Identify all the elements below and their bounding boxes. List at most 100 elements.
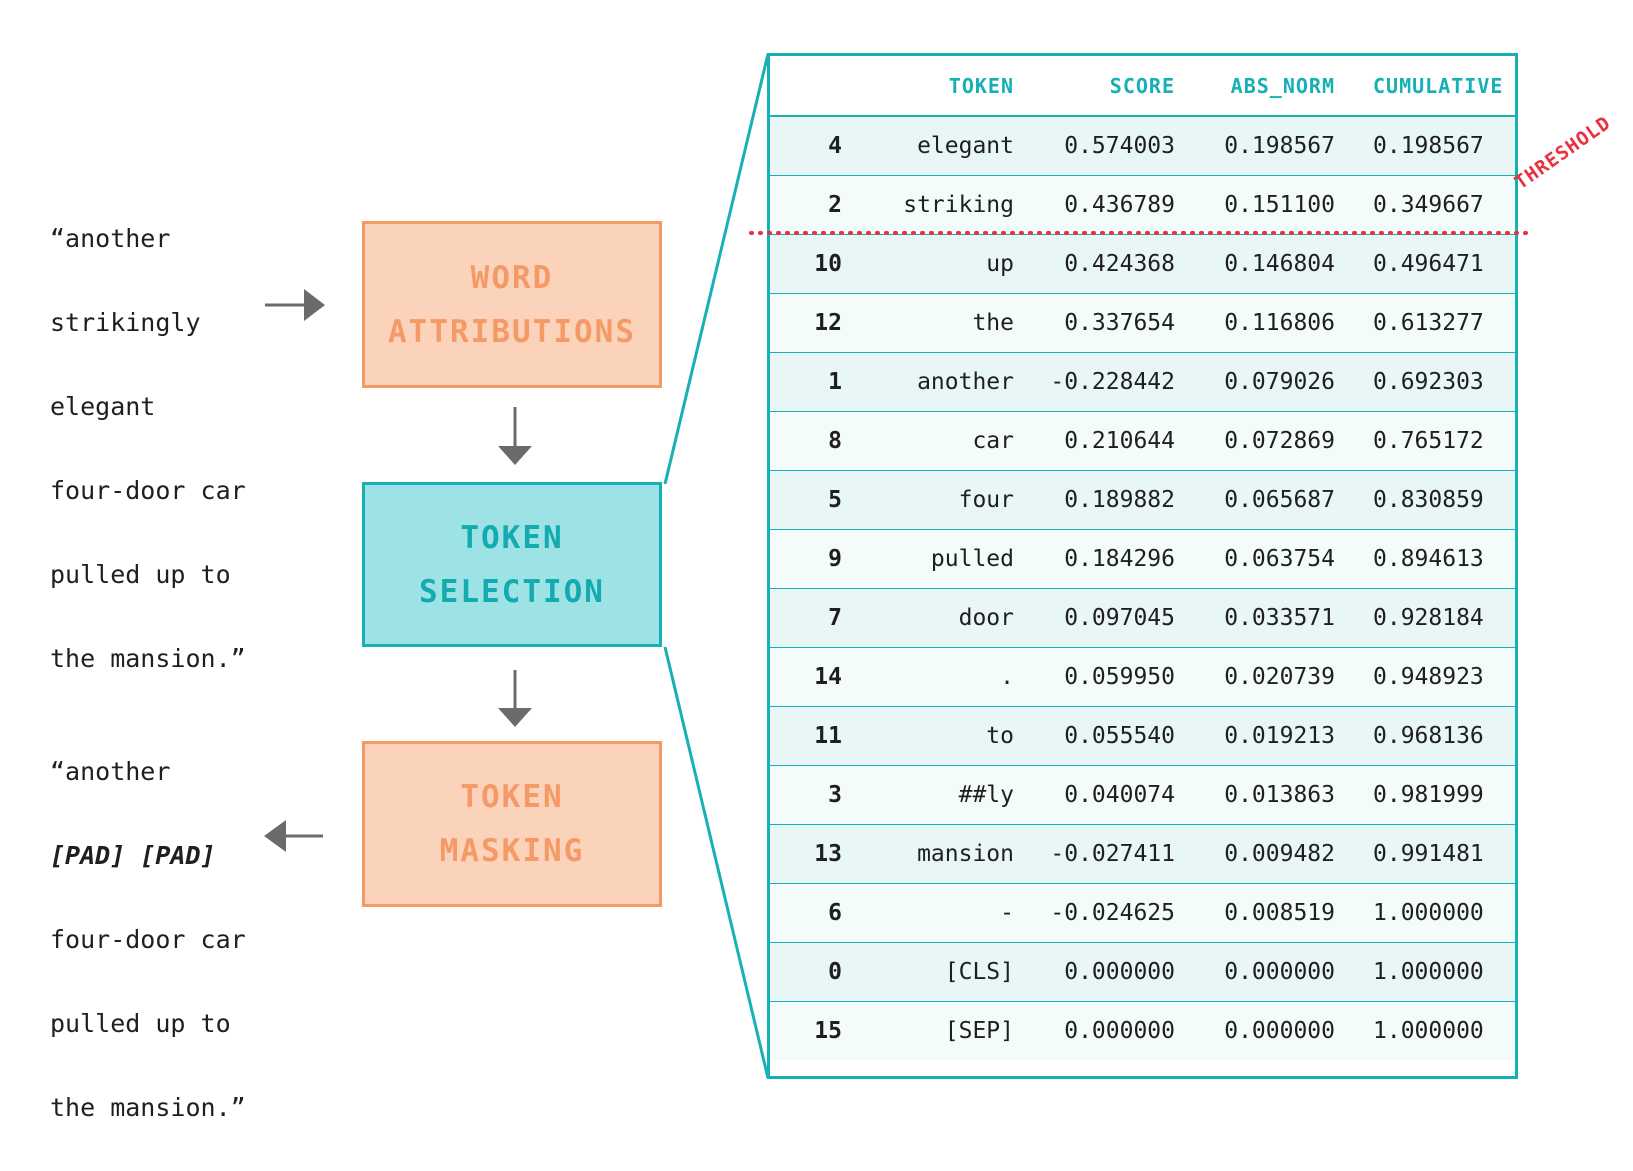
cell-cumulative: 0.948923	[1373, 647, 1515, 707]
right-arrow	[265, 289, 325, 321]
cell-score: 0.436789	[1044, 175, 1211, 235]
cell-score: -0.228442	[1044, 352, 1211, 412]
cell-index: 6	[770, 883, 844, 943]
cell-abs-norm: 0.000000	[1211, 1001, 1373, 1060]
box-label: ATTRIBUTIONS	[388, 313, 636, 350]
output-line: four-door car	[50, 925, 246, 954]
cell-token: [SEP]	[844, 1001, 1044, 1060]
cell-score: 0.424368	[1044, 234, 1211, 294]
cell-token: the	[844, 293, 1044, 353]
threshold-label: THRESHOLD	[1510, 111, 1616, 195]
cell-index: 3	[770, 765, 844, 825]
cell-abs-norm: 0.009482	[1211, 824, 1373, 884]
header-index	[770, 56, 844, 117]
cell-abs-norm: 0.019213	[1211, 706, 1373, 766]
cell-score: 0.097045	[1044, 588, 1211, 648]
cell-cumulative: 0.991481	[1373, 824, 1515, 884]
cell-token: ##ly	[844, 765, 1044, 825]
cell-token: four	[844, 470, 1044, 530]
token-masking-box: TOKEN MASKING	[362, 741, 662, 907]
cell-cumulative: 0.613277	[1373, 293, 1515, 353]
header-abs-norm: ABS_NORM	[1211, 56, 1373, 117]
box-label: TOKEN	[460, 779, 564, 815]
output-line: the mansion.”	[50, 1093, 246, 1122]
box-label: SELECTION	[419, 573, 605, 610]
cell-abs-norm: 0.000000	[1211, 942, 1373, 1002]
cell-score: 0.055540	[1044, 706, 1211, 766]
down-arrow-2	[498, 670, 532, 727]
output-line: “another	[50, 757, 171, 786]
cell-score: 0.574003	[1044, 116, 1211, 176]
box-label: MASKING	[439, 833, 585, 869]
cell-cumulative: 0.692303	[1373, 352, 1515, 412]
token-selection-box: TOKEN SELECTION	[362, 482, 662, 647]
cell-cumulative: 0.928184	[1373, 588, 1515, 648]
input-line: strikingly	[50, 308, 201, 337]
cell-cumulative: 0.349667	[1373, 175, 1515, 235]
cell-score: 0.000000	[1044, 1001, 1211, 1060]
cell-abs-norm: 0.065687	[1211, 470, 1373, 530]
cell-score: 0.337654	[1044, 293, 1211, 353]
cell-token: door	[844, 588, 1044, 648]
cell-score: 0.210644	[1044, 411, 1211, 471]
cell-index: 14	[770, 647, 844, 707]
zoom-line-bottom	[663, 646, 770, 1079]
input-line: the mansion.”	[50, 644, 246, 673]
box-label: TOKEN	[460, 519, 564, 556]
header-score: SCORE	[1044, 56, 1211, 117]
cell-cumulative: 0.968136	[1373, 706, 1515, 766]
cell-cumulative: 0.894613	[1373, 529, 1515, 589]
cell-abs-norm: 0.020739	[1211, 647, 1373, 707]
cell-token: to	[844, 706, 1044, 766]
output-sentence: “another [PAD] [PAD] four-door car pulle…	[50, 709, 246, 1171]
cell-token: car	[844, 411, 1044, 471]
cell-cumulative: 0.765172	[1373, 411, 1515, 471]
cell-abs-norm: 0.116806	[1211, 293, 1373, 353]
cell-token: pulled	[844, 529, 1044, 589]
cell-abs-norm: 0.013863	[1211, 765, 1373, 825]
cell-token: up	[844, 234, 1044, 294]
cell-abs-norm: 0.063754	[1211, 529, 1373, 589]
cell-abs-norm: 0.079026	[1211, 352, 1373, 412]
cell-token: .	[844, 647, 1044, 707]
cell-index: 2	[770, 175, 844, 235]
cell-score: 0.189882	[1044, 470, 1211, 530]
cell-abs-norm: 0.146804	[1211, 234, 1373, 294]
cell-score: 0.040074	[1044, 765, 1211, 825]
header-token: TOKEN	[844, 56, 1044, 117]
output-line: pulled up to	[50, 1009, 231, 1038]
cell-cumulative: 0.496471	[1373, 234, 1515, 294]
cell-token: striking	[844, 175, 1044, 235]
cell-cumulative: 1.000000	[1373, 1001, 1515, 1060]
cell-cumulative: 0.198567	[1373, 116, 1515, 176]
cell-index: 9	[770, 529, 844, 589]
pad-tokens: [PAD] [PAD]	[50, 841, 216, 870]
cell-cumulative: 0.981999	[1373, 765, 1515, 825]
cell-token: [CLS]	[844, 942, 1044, 1002]
cell-index: 15	[770, 1001, 844, 1060]
box-label: WORD	[470, 259, 554, 296]
cell-index: 0	[770, 942, 844, 1002]
cell-cumulative: 1.000000	[1373, 942, 1515, 1002]
cell-score: 0.184296	[1044, 529, 1211, 589]
input-line: pulled up to	[50, 560, 231, 589]
down-arrow-1	[498, 407, 532, 465]
table-header-row: TOKEN SCORE ABS_NORM CUMULATIVE	[770, 56, 1515, 117]
cell-index: 1	[770, 352, 844, 412]
cell-token: -	[844, 883, 1044, 943]
